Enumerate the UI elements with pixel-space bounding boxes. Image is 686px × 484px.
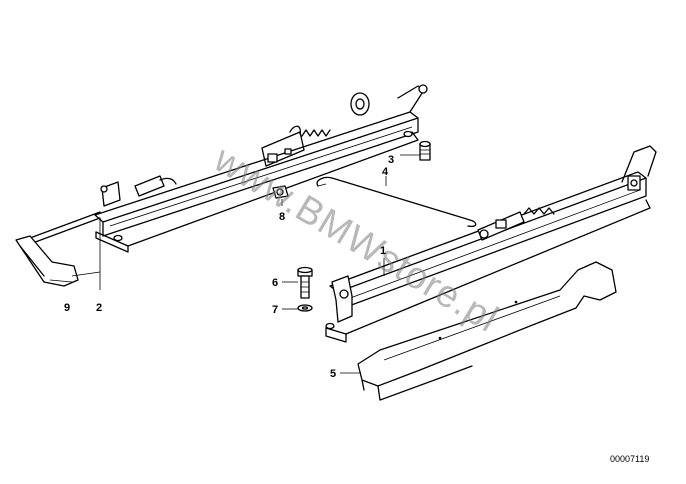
callout-4: 4 [382, 166, 389, 178]
callout-6: 6 [272, 277, 278, 289]
callout-3: 3 [388, 154, 394, 166]
callout-1: 1 [380, 245, 386, 257]
callout-9: 9 [64, 302, 70, 314]
rail-cover-trim [357, 261, 617, 401]
connecting-rod [316, 176, 477, 228]
nut-part-8 [272, 185, 289, 199]
callout-7: 7 [272, 304, 278, 316]
diagram-number: 00007119 [610, 454, 649, 464]
callout-2: 2 [96, 302, 102, 314]
callout-5: 5 [330, 368, 336, 380]
washer-part-7 [297, 304, 313, 312]
bolt-part-6 [297, 266, 313, 299]
callout-8: 8 [279, 211, 285, 223]
watermark-text: www.BMWstore.pl [206, 138, 506, 341]
release-handle [15, 235, 79, 287]
leader-lines [71, 154, 420, 374]
screw-part-3 [419, 140, 431, 161]
left-seat-rail [29, 84, 428, 253]
right-seat-rail [325, 145, 657, 343]
